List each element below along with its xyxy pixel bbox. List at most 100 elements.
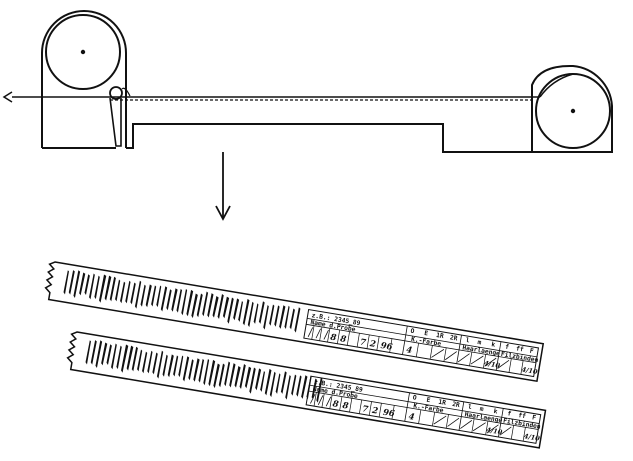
hair-tuft [89, 273, 95, 300]
machine-bed [42, 123, 532, 153]
hair-tuft [73, 270, 81, 299]
hair-tuft [244, 366, 252, 389]
hair-tuft [160, 286, 168, 312]
hair-tuft [213, 363, 220, 389]
guide-support [109, 97, 122, 147]
machine-drawing [41, 10, 613, 153]
hair-tuft [121, 344, 129, 373]
color-code-0: O [412, 394, 417, 402]
hair-tuft [280, 371, 287, 394]
hair-tuft [94, 275, 100, 300]
hair-samples [85, 340, 323, 403]
hair-tuft [227, 297, 234, 324]
color-code-1: E [426, 397, 431, 405]
hair-tuft [311, 378, 317, 400]
hair-tuft [296, 375, 302, 397]
handwritten-digit-1: 8 [332, 399, 340, 410]
hair-tuft [217, 294, 224, 320]
hair-tuft [222, 296, 230, 319]
hair-tuft [274, 305, 280, 327]
sample-strip-2: z.B.: 2345_89 Name d.Probe O E 1R 2R K.-… [66, 331, 547, 449]
hair-tuft [208, 359, 216, 387]
color-label: K.-Farbe [411, 336, 442, 348]
hair-tuft [178, 355, 184, 378]
hair-tuft [279, 305, 286, 329]
felt-code-0: f [507, 410, 512, 418]
hair-tuft [106, 344, 112, 366]
color-code-2: 1R [438, 399, 447, 407]
color-code-3: 2R [449, 334, 458, 342]
hair-tuft [120, 281, 126, 304]
hair-code-2: k [493, 408, 498, 416]
hair-code-0: l [467, 404, 472, 412]
hair-tuft [176, 288, 183, 313]
color-code-2: 1R [436, 332, 445, 340]
hair-tuft [247, 301, 254, 328]
handwritten-hair-value: 4/10 [484, 359, 502, 370]
hair-tuft [186, 289, 194, 317]
hair-tuft [207, 293, 214, 318]
hair-tuft [116, 345, 122, 370]
hair-tuft [238, 300, 243, 322]
handwritten-color: 4 [405, 345, 413, 356]
handwritten-color: 4 [408, 412, 416, 423]
hair-tuft [224, 361, 231, 387]
hair-tuft [162, 354, 168, 377]
hair-tuft [173, 355, 179, 377]
color-code-1: E [424, 330, 429, 338]
hair-tuft [101, 342, 108, 366]
sample-strip-1: z.B.: 2345_89 Name d.Probe O E 1R 2R K.-… [44, 261, 545, 383]
felt-code-1: ff [515, 345, 524, 353]
color-code-0: O [410, 328, 415, 336]
hair-tuft [294, 307, 301, 333]
handwritten-digit-2: 8 [342, 401, 350, 412]
hair-tuft [198, 358, 205, 383]
hair-tuft [109, 276, 116, 302]
hair-tuft [68, 270, 75, 295]
hair-tuft [99, 274, 107, 303]
hair-tuft [264, 368, 272, 396]
hair-tuft [95, 340, 103, 369]
hair-tuft [142, 351, 148, 374]
hair-code-2: k [491, 341, 496, 349]
hair-tuft [234, 366, 241, 388]
handwritten-number: 96 [382, 408, 395, 420]
hair-tuft [156, 350, 164, 379]
hair-tuft [255, 368, 262, 391]
handwritten-felt-value: 4/10 [523, 432, 541, 443]
right-roller-housing [531, 64, 613, 153]
hair-tuft [249, 367, 256, 394]
hair-tuft [125, 280, 131, 304]
hair-tuft [301, 375, 308, 399]
handwritten-number: 96 [380, 341, 393, 353]
hair-tuft [239, 364, 246, 390]
hair-tuft [79, 272, 86, 296]
hair-tuft [191, 293, 198, 319]
hair-tuft [111, 343, 117, 370]
hair-tuft [233, 298, 240, 321]
hair-tuft [140, 284, 146, 307]
felt-code-0: f [505, 344, 510, 352]
hair-tuft [242, 298, 250, 326]
handwritten-digit-3: 7 [361, 404, 369, 415]
hair-tuft [269, 304, 275, 326]
hair-tuft [126, 345, 134, 371]
hair-tuft [258, 301, 265, 324]
output-arrow [2, 91, 13, 103]
hair-tuft [263, 305, 269, 330]
hair-tuft [84, 274, 90, 296]
handwritten-digit-3: 7 [359, 337, 367, 348]
hair-tuft [218, 363, 225, 388]
handwritten-felt-value: 4/10 [521, 366, 539, 377]
felt-code-2: F [529, 348, 534, 356]
hair-tuft [253, 303, 259, 324]
hair-tuft [156, 285, 162, 308]
hair-tuft [212, 296, 219, 318]
felt-code-2: F [532, 414, 537, 422]
hair-tuft [85, 340, 91, 365]
hair-tuft [181, 288, 188, 316]
handwritten-digit-4: 2 [370, 406, 379, 417]
hair-tuft [260, 370, 265, 392]
handwritten-digit-4: 2 [368, 339, 377, 350]
